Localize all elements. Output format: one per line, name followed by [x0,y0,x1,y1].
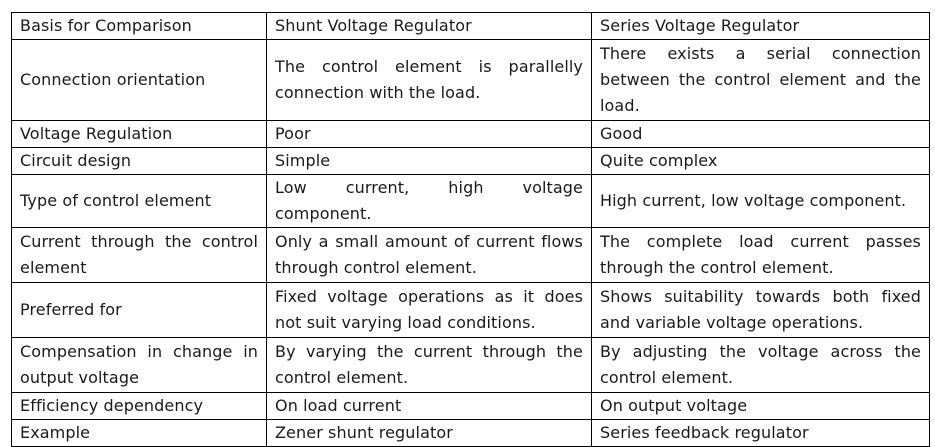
table-row: Circuit design Simple Quite complex [11,147,930,175]
header-basis: Basis for Comparison [11,12,267,40]
cell-basis: Efficiency dependency [11,392,267,420]
cell-shunt: The control element is parallelly connec… [266,39,592,121]
cell-basis: Current through the control element [11,227,267,283]
cell-shunt: Zener shunt regulator [266,419,592,447]
header-series: Series Voltage Regulator [591,12,930,40]
cell-basis: Preferred for [11,282,267,338]
cell-basis: Voltage Regulation [11,120,267,148]
comparison-table: Basis for Comparison Shunt Voltage Regul… [11,12,930,447]
cell-shunt: By varying the current through the contr… [266,337,592,393]
cell-basis: Compensation in change in output voltage [11,337,267,393]
cell-basis: Example [11,419,267,447]
cell-series: Shows suitability towards both fixed and… [591,282,930,338]
table-row: Voltage Regulation Poor Good [11,120,930,148]
cell-series: Good [591,120,930,148]
header-shunt: Shunt Voltage Regulator [266,12,592,40]
cell-series: High current, low voltage component. [591,174,930,228]
cell-series: By adjusting the voltage across the cont… [591,337,930,393]
cell-shunt: Poor [266,120,592,148]
table-row: Preferred for Fixed voltage operations a… [11,282,930,338]
cell-shunt: Low current, high voltage component. [266,174,592,228]
cell-series: The complete load current passes through… [591,227,930,283]
cell-basis: Connection orientation [11,39,267,121]
cell-shunt: On load current [266,392,592,420]
cell-shunt: Simple [266,147,592,175]
cell-series: Series feedback regulator [591,419,930,447]
cell-shunt: Only a small amount of current flows thr… [266,227,592,283]
table-row: Connection orientation The control eleme… [11,39,930,121]
cell-series: On output voltage [591,392,930,420]
cell-series: Quite complex [591,147,930,175]
table-row: Efficiency dependency On load current On… [11,392,930,420]
table-row: Example Zener shunt regulator Series fee… [11,419,930,447]
table-header-row: Basis for Comparison Shunt Voltage Regul… [11,12,930,40]
table-row: Type of control element Low current, hig… [11,174,930,228]
cell-shunt: Fixed voltage operations as it does not … [266,282,592,338]
cell-basis: Type of control element [11,174,267,228]
cell-basis: Circuit design [11,147,267,175]
table-row: Compensation in change in output voltage… [11,337,930,393]
table-row: Current through the control element Only… [11,227,930,283]
cell-series: There exists a serial connection between… [591,39,930,121]
